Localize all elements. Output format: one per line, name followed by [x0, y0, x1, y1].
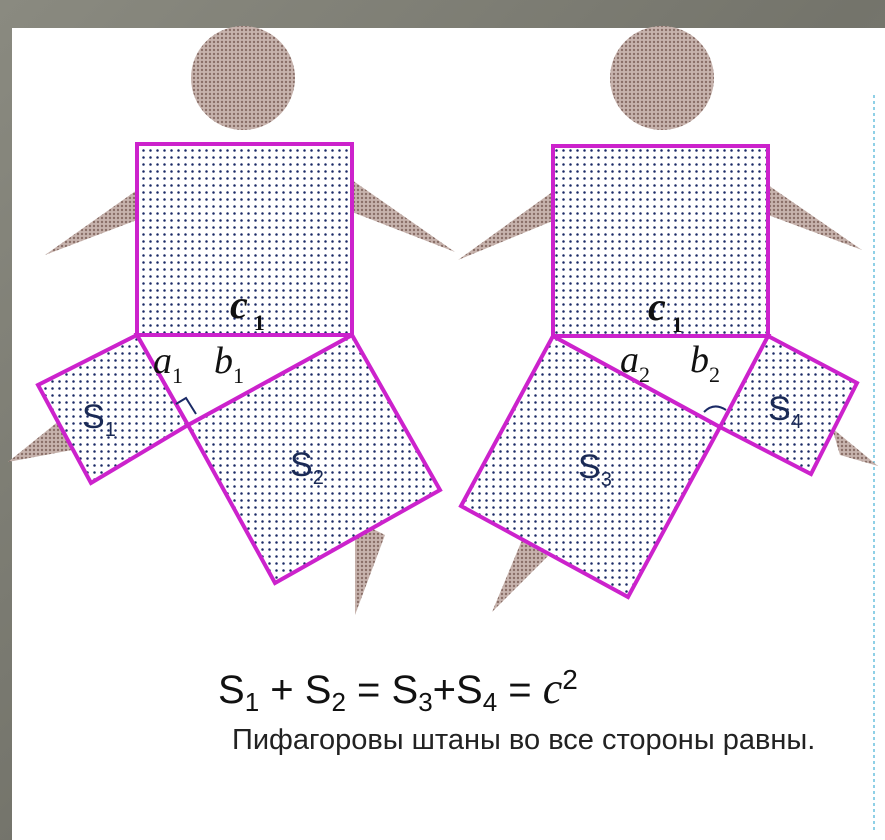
left-head — [191, 26, 295, 130]
right-leg-a-label: a2 — [620, 339, 650, 387]
right-square-c — [551, 144, 770, 338]
right-s4-label: S4 — [768, 390, 802, 433]
left-s1-label: S1 — [82, 398, 116, 441]
right-leg-left — [492, 540, 548, 612]
right-head — [610, 26, 714, 130]
left-leg-a-label: a1 — [153, 340, 183, 388]
right-leg-right — [832, 428, 878, 466]
right-arm-left — [458, 190, 555, 260]
left-arm-right — [352, 180, 455, 252]
right-triangle — [552, 334, 772, 430]
left-arm-left — [45, 190, 137, 255]
right-arm-right — [768, 185, 862, 250]
left-s2-label: S2 — [290, 446, 324, 489]
right-s3-label: S3 — [578, 448, 612, 491]
left-leg-b-label: b1 — [214, 340, 244, 388]
left-leg-left — [8, 420, 72, 462]
left-leg-right — [355, 520, 385, 615]
caption: Пифагоровы штаны во все стороны равны. — [232, 724, 816, 756]
right-leg-b-label: b2 — [690, 339, 720, 387]
pythagoras-formula: S1 + S2 = S3+S4 = c2 — [218, 664, 578, 717]
right-right-angle-mark — [703, 405, 727, 413]
left-right-angle-mark — [175, 396, 197, 415]
left-triangle — [133, 333, 353, 428]
